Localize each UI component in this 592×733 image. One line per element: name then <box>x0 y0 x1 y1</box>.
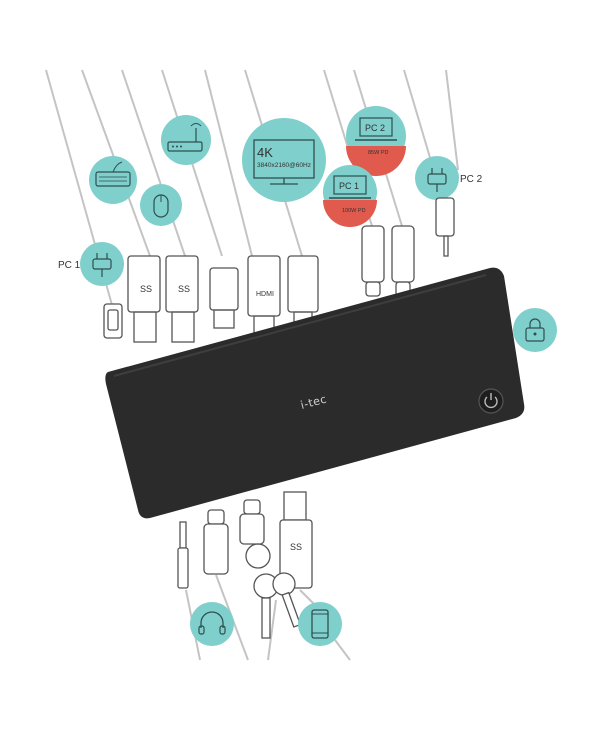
laptop-pc2-label: PC 2 <box>365 123 385 133</box>
router-icon <box>161 115 211 165</box>
power-plug-icon-right <box>415 156 459 200</box>
bottom-connectors: SS <box>177 491 313 589</box>
top-connectors: SS SS HDMI <box>103 197 455 343</box>
monitor-resolution: 4K <box>257 145 273 160</box>
laptop-pc1-power: 100W PD <box>342 208 366 214</box>
usb3-label-a: SS <box>140 284 152 294</box>
usb3-label-b: SS <box>178 284 190 294</box>
pc2-label: PC 2 <box>460 174 483 185</box>
hdmi-label: HDMI <box>256 291 274 298</box>
mouse-icon <box>140 184 182 226</box>
laptop-pc1: PC 1 100W PD <box>323 165 377 227</box>
monitor-icon: 4K 3840x2160@60Hz <box>242 118 326 202</box>
keys-icon <box>245 543 302 639</box>
power-button-icon[interactable] <box>478 388 504 414</box>
laptop-pc1-label: PC 1 <box>339 181 359 191</box>
laptop-pc2-power: 85W PD <box>368 150 389 156</box>
usb3-front-label: SS <box>290 542 302 552</box>
monitor-detail: 3840x2160@60Hz <box>257 162 311 169</box>
docking-station: i-tec <box>105 267 525 519</box>
power-plug-icon-left <box>80 242 124 286</box>
keyboard-icon <box>89 156 137 204</box>
smartphone-icon <box>298 602 342 646</box>
lock-icon <box>513 308 557 352</box>
headset-icon <box>190 602 234 646</box>
pc1-label: PC 1 <box>58 260 81 271</box>
